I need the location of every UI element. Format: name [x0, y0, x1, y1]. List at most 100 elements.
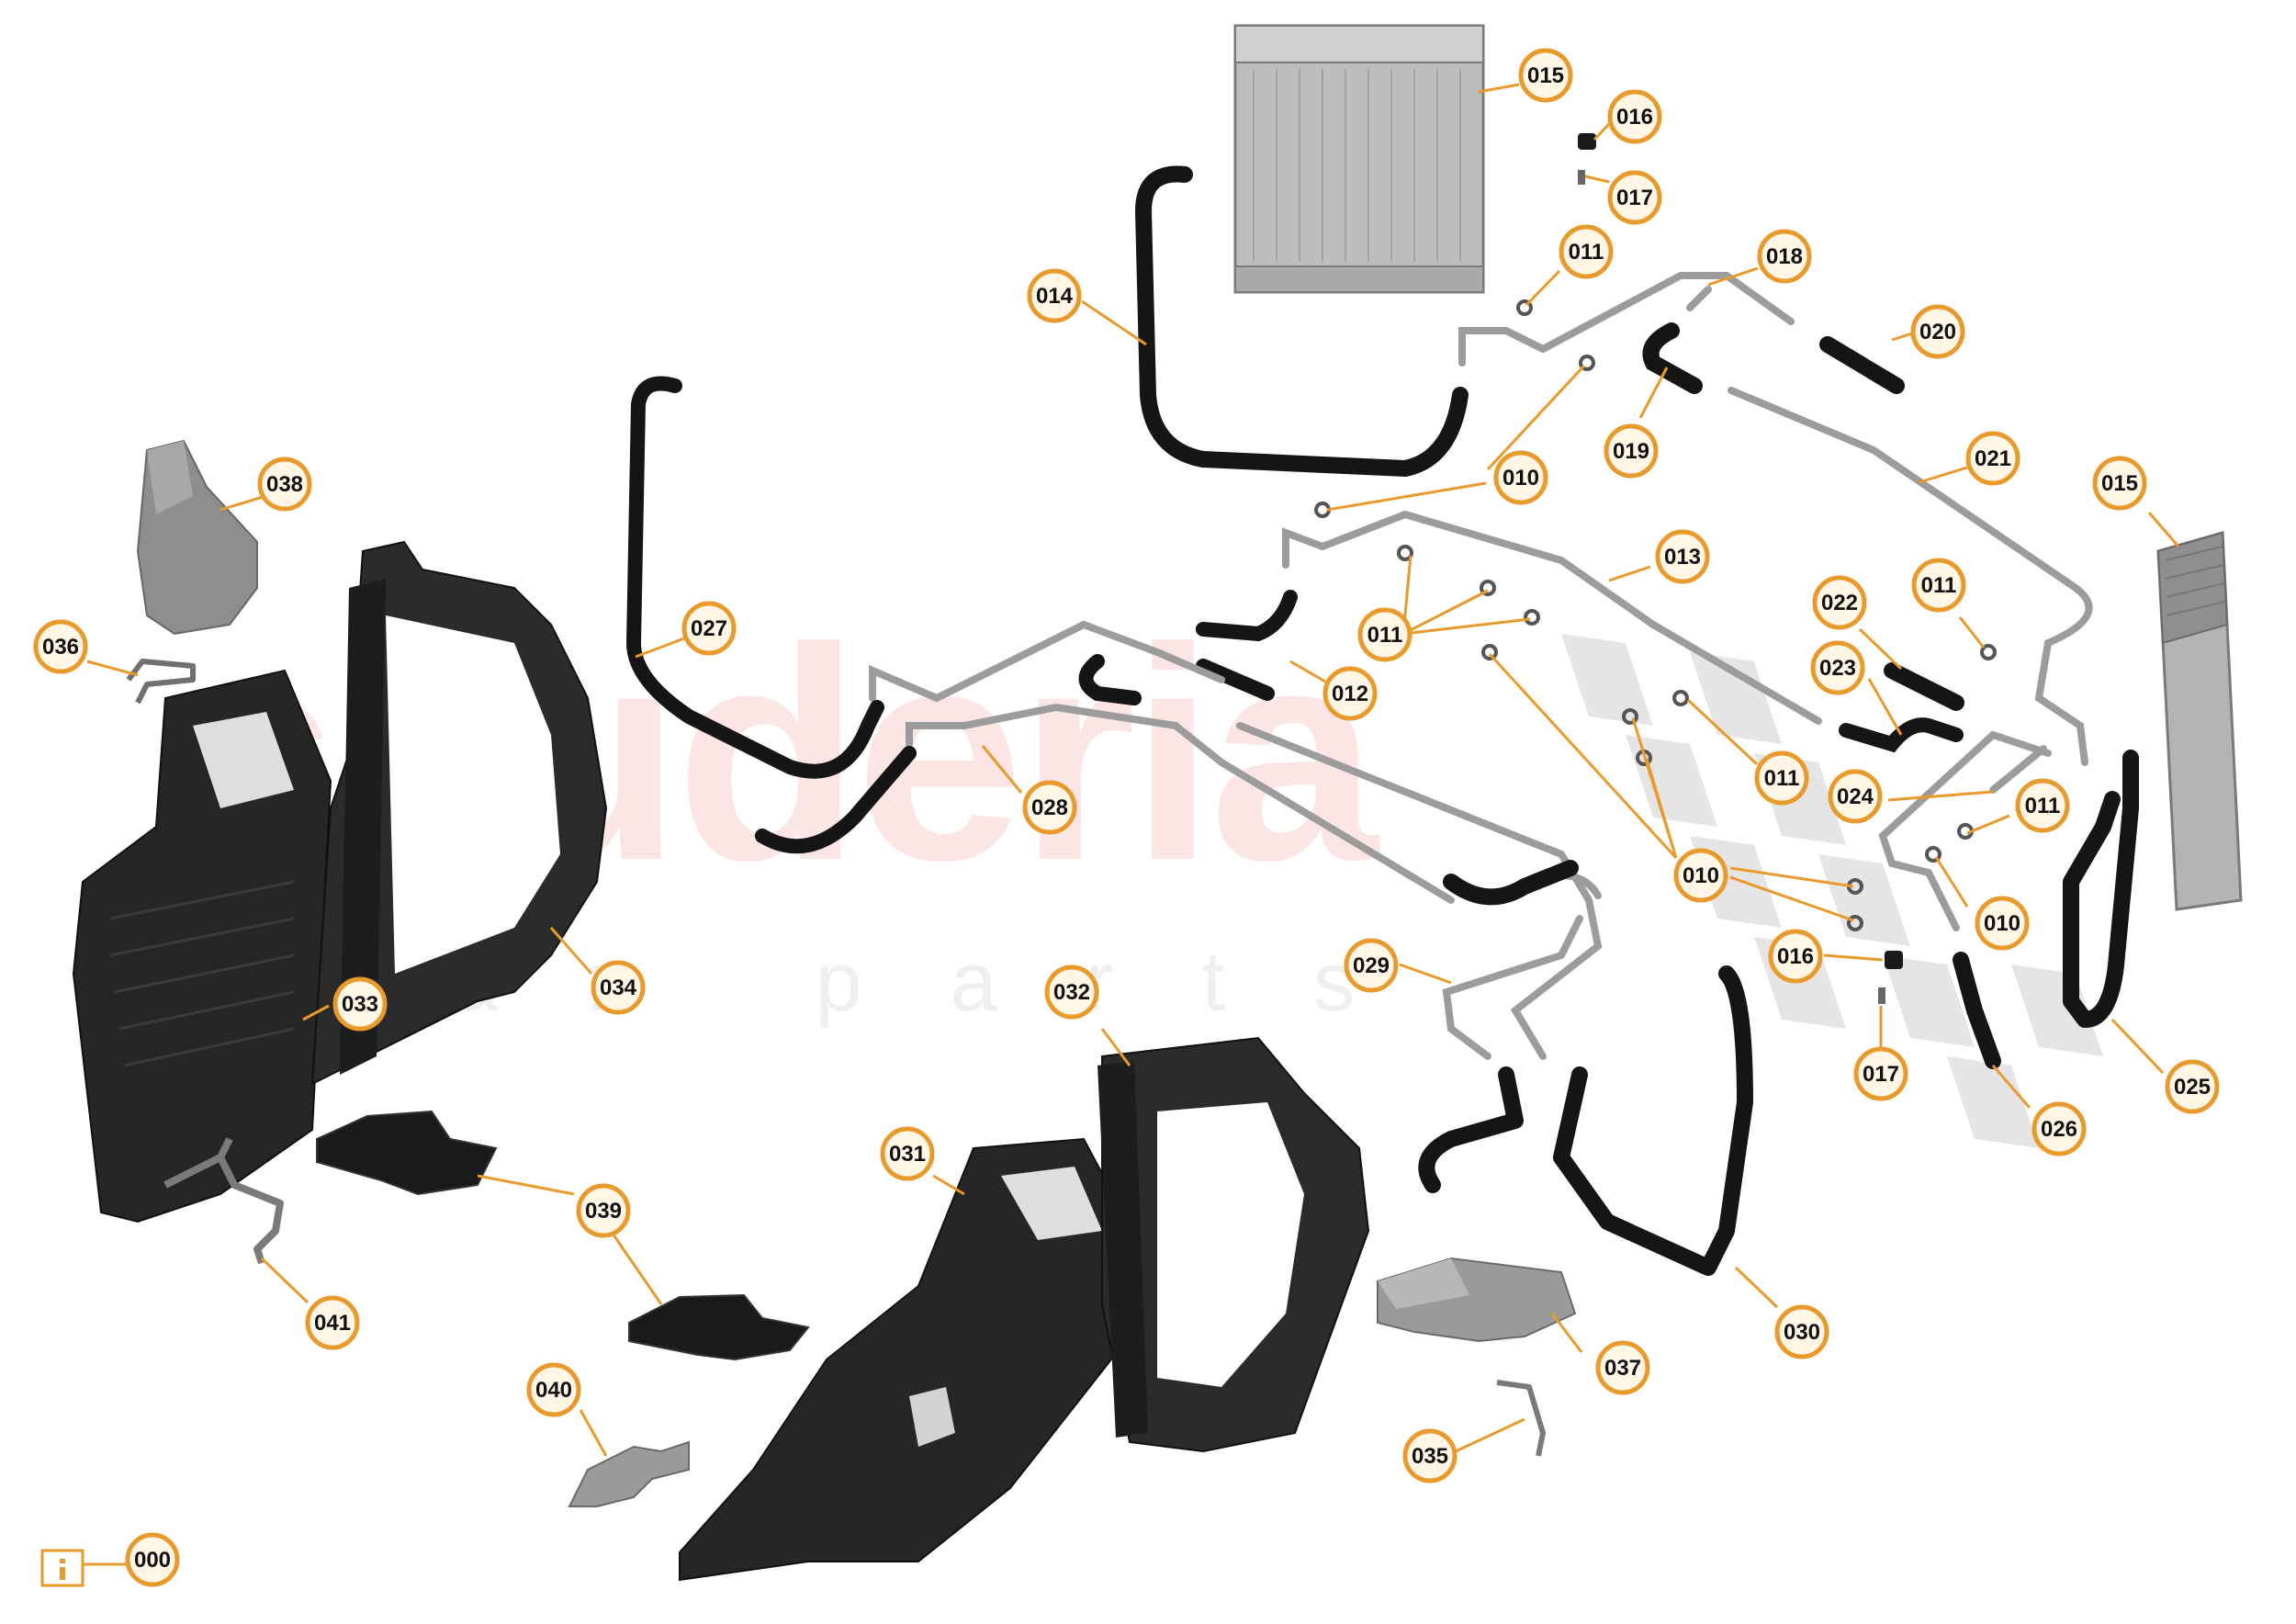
callout-label: 010 [1683, 863, 1719, 888]
callout-015[interactable]: 015 [1518, 48, 1573, 103]
callout-label: 011 [1367, 623, 1403, 648]
callout-label: 026 [2041, 1117, 2077, 1142]
callout-011[interactable]: 011 [1357, 607, 1412, 662]
callout-ring [2092, 456, 2147, 511]
parts [72, 24, 2243, 1582]
callout-ring [305, 1295, 360, 1350]
callout-ring [1044, 964, 1099, 1020]
callout-ring [1027, 268, 1082, 323]
callout-label: 019 [1613, 439, 1649, 464]
callout-024[interactable]: 024 [1828, 769, 1883, 824]
callout-ring [2015, 778, 2070, 833]
pipe-018 [1458, 272, 1795, 367]
bracket-039-upper [316, 1110, 498, 1196]
callout-011[interactable]: 011 [2015, 778, 2070, 833]
callout-label: 023 [1819, 656, 1856, 681]
callout-ring [1607, 89, 1662, 144]
callout-011[interactable]: 011 [1911, 558, 1966, 613]
callout-ring [1493, 450, 1548, 505]
callout-012[interactable]: 012 [1322, 666, 1378, 721]
callout-label: 015 [1527, 63, 1564, 88]
callout-010[interactable]: 010 [1673, 848, 1728, 903]
shroud-033 [72, 669, 332, 1224]
clip-016-bottom [1885, 951, 1903, 969]
bracket-040 [568, 1440, 690, 1507]
callout-013[interactable]: 013 [1655, 529, 1710, 584]
bracket-035 [1496, 1380, 1546, 1457]
callout-ring [125, 1532, 180, 1587]
callout-label: 040 [535, 1378, 572, 1403]
callout-ring [1357, 607, 1412, 662]
callout-label: 011 [1569, 240, 1604, 265]
callout-label: 021 [1975, 446, 2011, 471]
hose-023 [1839, 717, 1964, 753]
clip-016-top [1578, 133, 1596, 150]
callout-label: 013 [1664, 545, 1701, 570]
callout-011[interactable]: 011 [1559, 224, 1614, 279]
info-icon[interactable] [40, 1549, 84, 1587]
callout-017[interactable]: 017 [1853, 1046, 1908, 1101]
shroud-032 [1097, 1036, 1370, 1453]
callout-036[interactable]: 036 [33, 619, 88, 674]
callout-016[interactable]: 016 [1768, 929, 1823, 984]
callout-label: 017 [1616, 186, 1653, 210]
callout-label: 028 [1031, 795, 1068, 820]
callout-011[interactable]: 011 [1754, 750, 1809, 806]
callout-021[interactable]: 021 [1965, 431, 2020, 486]
callout-025[interactable]: 025 [2165, 1059, 2220, 1114]
callout-ring [1774, 1304, 1829, 1359]
callout-033[interactable]: 033 [332, 976, 388, 1032]
callout-014[interactable]: 014 [1027, 268, 1082, 323]
callout-ring [1768, 929, 1823, 984]
callout-ring [576, 1183, 631, 1238]
callout-035[interactable]: 035 [1402, 1428, 1458, 1483]
callout-ring [2165, 1059, 2220, 1114]
hose-025 [2063, 750, 2139, 1028]
callout-039[interactable]: 039 [576, 1183, 631, 1238]
callout-label: 020 [1919, 320, 1956, 344]
callout-010[interactable]: 010 [1493, 450, 1548, 505]
callout-040[interactable]: 040 [526, 1362, 581, 1417]
callout-030[interactable]: 030 [1774, 1304, 1829, 1359]
callout-ring [1910, 304, 1965, 359]
callout-019[interactable]: 019 [1604, 423, 1659, 479]
callout-ring [1344, 938, 1399, 993]
pipe-028 [869, 620, 1455, 904]
callout-label: 027 [691, 616, 727, 641]
callout-label: 037 [1604, 1356, 1641, 1381]
callout-label: 030 [1784, 1320, 1820, 1345]
callout-010[interactable]: 010 [1975, 896, 2030, 951]
callout-027[interactable]: 027 [681, 601, 737, 656]
callout-000[interactable]: 000 [125, 1532, 180, 1587]
callout-label: 029 [1353, 953, 1390, 978]
callout-ring [1655, 529, 1710, 584]
callout-026[interactable]: 026 [2032, 1101, 2087, 1156]
callout-028[interactable]: 028 [1022, 780, 1077, 835]
callout-017[interactable]: 017 [1607, 170, 1662, 225]
callout-label: 041 [314, 1311, 351, 1336]
shroud-031 [679, 1137, 1159, 1582]
callout-037[interactable]: 037 [1595, 1340, 1650, 1395]
callout-label: 011 [1921, 573, 1957, 598]
bracket-038 [136, 439, 258, 636]
callout-022[interactable]: 022 [1812, 575, 1867, 630]
callout-label: 034 [600, 976, 637, 1000]
callout-031[interactable]: 031 [880, 1126, 935, 1181]
callout-023[interactable]: 023 [1810, 640, 1865, 695]
bracket-039-lower [628, 1293, 810, 1361]
callout-015[interactable]: 015 [2092, 456, 2147, 511]
screw-017-bottom [1878, 987, 1885, 1004]
callout-038[interactable]: 038 [257, 457, 312, 512]
callout-034[interactable]: 034 [591, 960, 646, 1015]
callout-label: 017 [1863, 1062, 1899, 1087]
callout-016[interactable]: 016 [1607, 89, 1662, 144]
callout-041[interactable]: 041 [305, 1295, 360, 1350]
callout-ring [1965, 431, 2020, 486]
callout-ring [1853, 1046, 1908, 1101]
hose-027 [626, 376, 917, 854]
callout-029[interactable]: 029 [1344, 938, 1399, 993]
callout-032[interactable]: 032 [1044, 964, 1099, 1020]
callout-020[interactable]: 020 [1910, 304, 1965, 359]
callout-ring [1402, 1428, 1458, 1483]
callout-018[interactable]: 018 [1757, 229, 1812, 284]
